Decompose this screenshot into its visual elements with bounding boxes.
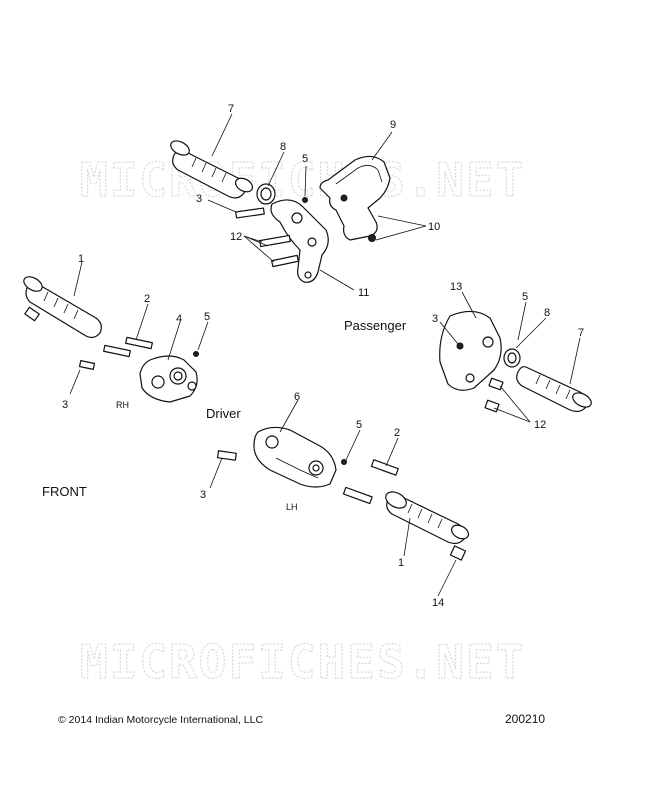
callout-7b: 7 — [578, 327, 584, 339]
label-lh: LH — [286, 502, 298, 512]
passenger-mount-right — [439, 310, 502, 391]
passenger-mount-upper — [270, 199, 329, 283]
callout-1b: 1 — [398, 557, 404, 569]
driver-peg-lh — [385, 491, 470, 545]
callout-8b: 8 — [544, 307, 550, 319]
callout-3a: 3 — [196, 193, 202, 205]
copyright-symbol: © — [58, 714, 66, 726]
washer-upper — [256, 183, 276, 205]
driver-mount-rh — [139, 355, 198, 403]
label-rh: RH — [116, 400, 129, 410]
driver-peg-rh — [23, 276, 102, 339]
copyright-notice: © 2014 Indian Motorcycle International, … — [58, 714, 263, 726]
bolts-lh — [216, 450, 399, 505]
callout-3d: 3 — [200, 489, 206, 501]
callout-3c: 3 — [432, 313, 438, 325]
callout-6: 6 — [294, 391, 300, 403]
callout-9: 9 — [390, 119, 396, 131]
watermark-bottom: MICROFICHES.NET — [80, 635, 525, 689]
copyright-text: 2014 Indian Motorcycle International, LL… — [68, 714, 264, 726]
callout-12b: 12 — [534, 419, 546, 431]
callout-2b: 2 — [394, 427, 400, 439]
callout-1a: 1 — [78, 253, 84, 265]
callout-5c: 5 — [522, 291, 528, 303]
bolts-rh — [78, 336, 199, 370]
label-driver: Driver — [206, 406, 241, 421]
callout-2a: 2 — [144, 293, 150, 305]
passenger-peg-right — [516, 366, 592, 413]
bolts-right — [484, 377, 504, 413]
callout-12a: 12 — [230, 231, 242, 243]
callout-5d: 5 — [356, 419, 362, 431]
callout-3b: 3 — [62, 399, 68, 411]
callout-14: 14 — [432, 597, 444, 609]
callout-5b: 5 — [204, 311, 210, 323]
callout-5a: 5 — [302, 153, 308, 165]
label-passenger: Passenger — [344, 318, 407, 333]
callout-13: 13 — [450, 281, 462, 293]
leader-lines — [69, 113, 581, 597]
callout-4: 4 — [176, 313, 182, 325]
bolts-upper — [235, 197, 308, 268]
callout-7a: 7 — [228, 103, 234, 115]
callout-8a: 8 — [280, 141, 286, 153]
diagram-number: 200210 — [505, 712, 546, 726]
label-front: FRONT — [42, 484, 87, 499]
end-cap-lh — [449, 545, 467, 561]
washer-right — [503, 348, 521, 368]
callout-11: 11 — [358, 287, 369, 299]
passenger-peg-upper — [170, 140, 254, 199]
watermark-top: MICROFICHES.NET — [80, 153, 525, 207]
driver-mount-lh — [253, 426, 337, 488]
passenger-bracket-upper — [319, 155, 391, 242]
callout-10: 10 — [428, 221, 440, 233]
